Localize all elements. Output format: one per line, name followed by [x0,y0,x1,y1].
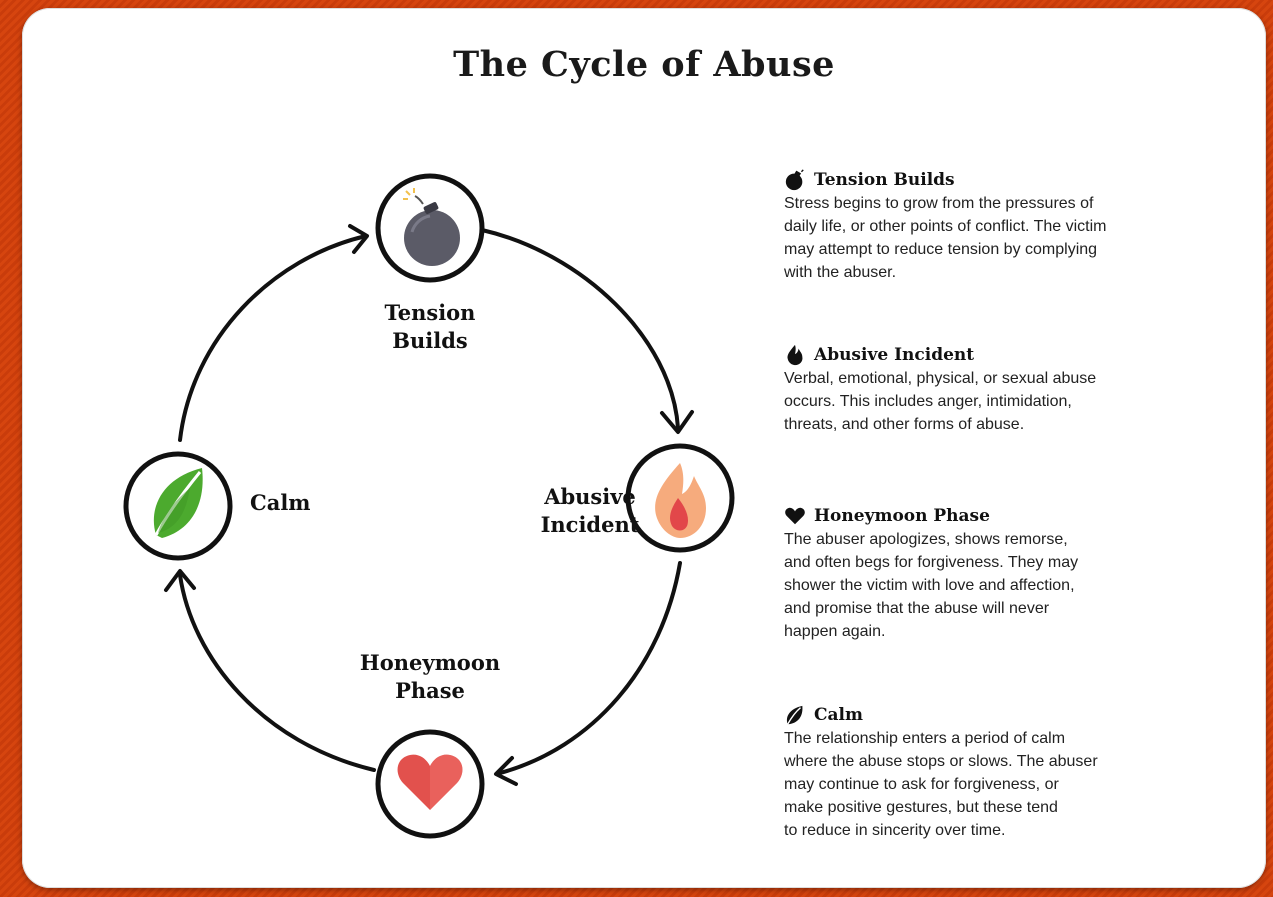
legend-item-abusive: Abusive Incident Verbal, emotional, phys… [784,343,1154,436]
legend-line: with the abuser. [784,264,897,281]
legend-line: to reduce in sincerity over time. [784,822,1006,839]
heart-icon [785,507,805,525]
leaf-icon [786,705,803,725]
arrow-head-honeymoon [494,756,518,786]
node-honeymoon-phase: Honeymoon Phase [360,650,500,839]
legend-item-tension: Tension Builds Stress begins to grow fro… [784,168,1154,284]
bomb-icon [785,169,804,191]
legend-line: Stress begins to grow from the pressures… [784,195,1094,212]
legend-line: threats, and other forms of abuse. [784,416,1025,433]
legend-line: shower the victim with love and affectio… [784,577,1075,594]
legend-description-honeymoon: The abuser apologizes, shows remorse, an… [784,528,1154,643]
heart-icon [397,754,463,810]
arrow-abusive-to-honeymoon [498,561,682,775]
node-label-abusive-1: Abusive [543,484,636,509]
node-abusive-incident: Abusive Incident [541,443,735,553]
node-tension-builds: Tension Builds [375,173,485,353]
legend-line: and promise that the abuse will never [784,600,1050,617]
arrow-honeymoon-to-calm [178,573,376,772]
node-label-abusive-2: Incident [541,512,640,537]
legend-description-calm: The relationship enters a period of calm… [784,727,1154,842]
node-label-tension-1: Tension [385,300,476,325]
leaf-icon [153,468,203,538]
legend-description-tension: Stress begins to grow from the pressures… [784,192,1154,284]
legend-item-honeymoon: Honeymoon Phase The abuser apologizes, s… [784,504,1154,643]
flame-icon [655,463,706,538]
legend-title-tension: Tension Builds [814,170,955,190]
node-label-calm: Calm [250,490,311,515]
arrow-head-tension [348,224,369,254]
legend-line: and often begs for forgiveness. They may [784,554,1079,571]
legend-title-honeymoon: Honeymoon Phase [814,506,990,526]
legend-line: may continue to ask for forgiveness, or [784,776,1059,793]
legend-description-abusive: Verbal, emotional, physical, or sexual a… [784,367,1154,436]
arrow-calm-to-tension [178,234,368,442]
cycle-diagram: Tension Builds Abusive Incident Honeymoo… [123,173,735,839]
node-label-tension-2: Builds [392,328,467,353]
arrow-tension-to-abusive [480,228,680,430]
arrow-head-calm [164,569,196,592]
node-calm: Calm [123,451,311,561]
flame-icon [787,344,803,366]
bomb-icon [403,188,460,266]
legend-title-abusive: Abusive Incident [814,345,975,365]
legend-line: happen again. [784,623,886,640]
page-title: The Cycle of Abuse [453,44,835,85]
legend-line: The relationship enters a period of calm [784,730,1066,747]
legend-item-calm: Calm The relationship enters a period of… [784,703,1154,842]
infographic-frame: The Cycle of Abuse [22,8,1266,888]
node-label-honeymoon-1: Honeymoon [360,650,500,675]
legend-line: make positive gestures, but these tend [784,799,1058,816]
arrow-head-abusive [660,410,694,434]
legend-line: where the abuse stops or slows. The abus… [784,753,1098,770]
legend-line: The abuser apologizes, shows remorse, [784,531,1068,548]
legend-line: daily life, or other points of conflict.… [784,218,1107,235]
legend-line: Verbal, emotional, physical, or sexual a… [784,370,1097,387]
legend-line: occurs. This includes anger, intimidatio… [784,393,1072,410]
legend-title-calm: Calm [814,705,863,725]
node-label-honeymoon-2: Phase [395,678,465,703]
legend-line: may attempt to reduce tension by complyi… [784,241,1098,258]
